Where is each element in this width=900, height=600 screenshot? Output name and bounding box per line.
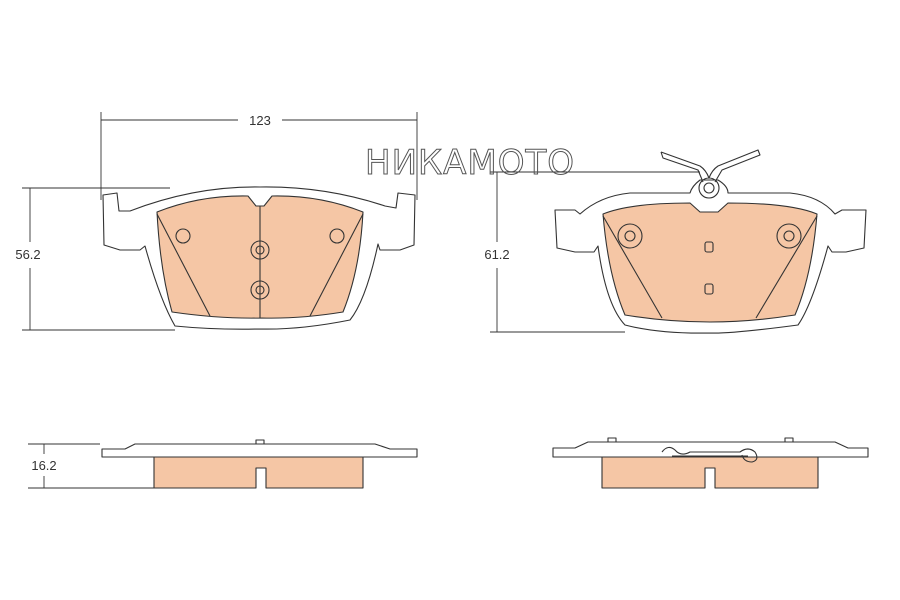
- right-pad-side-view: [552, 437, 869, 489]
- dimension-height-left-label: 56.2: [15, 247, 40, 262]
- right-pad-side-friction: [601, 456, 819, 489]
- left-pad-hole-1: [175, 228, 191, 244]
- left-pad-hole-2: [329, 228, 345, 244]
- dimension-height-left: 56.2: [15, 187, 175, 331]
- dimension-width-label: 123: [249, 113, 271, 128]
- left-pad-front-view: [102, 186, 416, 330]
- dimension-height-right: 61.2: [484, 171, 700, 333]
- right-pad-spring-clip: [660, 149, 761, 183]
- right-pad-front-view: [554, 149, 867, 334]
- dimension-height-right-label: 61.2: [484, 247, 509, 262]
- right-pad-side-spring: [661, 446, 758, 463]
- right-pad-hole-1: [617, 223, 643, 249]
- dimension-width: 123: [100, 112, 418, 200]
- left-pad-rivet-upper: [250, 240, 270, 260]
- left-pad-side-plate: [101, 443, 418, 458]
- right-pad-friction-material: [602, 202, 818, 323]
- dimension-thickness-label: 16.2: [31, 458, 56, 473]
- left-pad-side-view: [101, 439, 418, 489]
- dimension-thickness: 16.2: [28, 443, 155, 489]
- watermark-text: НИКАМОТО: [365, 143, 575, 183]
- left-pad-side-friction: [153, 456, 364, 489]
- left-pad-rivet-lower: [250, 280, 270, 300]
- right-pad-hole-2: [776, 223, 802, 249]
- right-pad-side-plate: [552, 441, 869, 458]
